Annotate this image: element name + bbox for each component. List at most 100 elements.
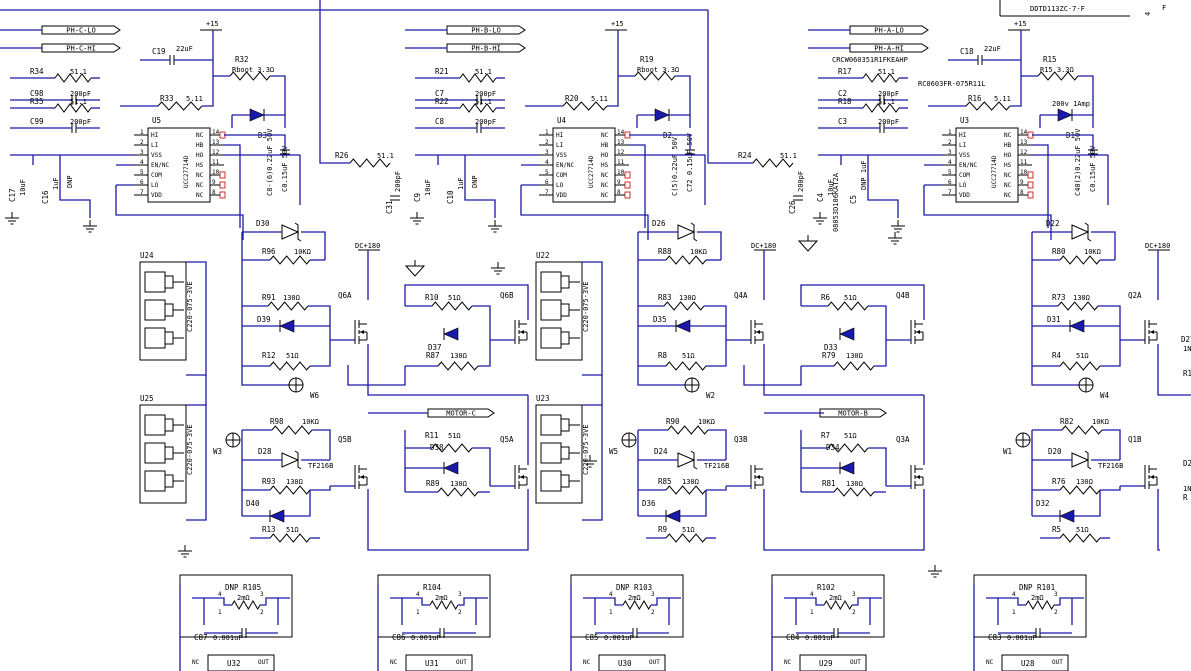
sense-cap-ref: C86 <box>392 633 406 642</box>
mosfet-hi2 <box>916 330 920 334</box>
sense-pin: 2 <box>260 609 264 616</box>
sense-pin: 1 <box>1012 609 1016 616</box>
gate-res2-ref: R12 <box>262 351 276 360</box>
gate-driver-ic-a-pin-num: 6 <box>948 179 952 186</box>
shunt-resistor <box>622 600 652 610</box>
sense-amp-ref: U30 <box>618 659 632 668</box>
gate-driver-ic-b-pin-name: NC <box>601 192 609 199</box>
pulldown-value: 10KΩ <box>294 248 311 256</box>
gate-driver-ic-b-pin-num: 10 <box>617 169 625 176</box>
gate-driver-ic-a-pin-num: 2 <box>948 139 952 146</box>
net-flag-motor-c-label: MOTOR-C <box>446 410 476 418</box>
input-cap-ref: C99 <box>30 117 44 126</box>
net-flag-a-hi <box>849 43 929 53</box>
rboot-resistor <box>634 71 676 81</box>
wire <box>707 10 753 164</box>
tvs-diode <box>677 452 696 468</box>
gate-driver-ic-c-pin-name: HS <box>196 162 204 169</box>
sense-pin: 3 <box>852 591 856 598</box>
wire <box>708 429 727 460</box>
supply-label: +15 <box>1014 20 1027 28</box>
gate-resistor <box>267 301 309 311</box>
sense-pin: 4 <box>218 591 222 598</box>
gate-driver-ic-a-pin-num: 14 <box>1020 129 1028 136</box>
sense-cap-ref: C83 <box>988 633 1002 642</box>
tvs-diode <box>1071 452 1090 468</box>
input-cap-value: 200pF <box>475 118 496 126</box>
net-flag-c-lo-label: PH-C-LO <box>66 27 96 35</box>
tvs-ref: D24 <box>654 447 668 456</box>
gate-res-value: 130Ω <box>1073 294 1090 302</box>
wire <box>202 76 214 107</box>
snubber-diode <box>1084 222 1092 242</box>
sense-amp-pin: OUT <box>456 659 467 666</box>
wire <box>1032 134 1094 150</box>
cap-part-number: 08053D106KAT2A <box>832 172 840 232</box>
gate-driver-ic-c-pin-name: HI <box>151 132 159 139</box>
gate-resistor <box>437 361 479 371</box>
sense-pin: 3 <box>1054 591 1058 598</box>
sense-amp-pin: OUT <box>258 659 269 666</box>
heatsink-2 <box>535 404 583 504</box>
sense-res-value: 2mΩ <box>435 594 448 602</box>
gate-diode6-ref: D32 <box>1036 499 1050 508</box>
boot-cap3-value: C0.15uF 50V <box>1089 145 1097 192</box>
gate-res4-value: 130Ω <box>846 352 863 360</box>
wire <box>1100 486 1121 491</box>
snubber-diode <box>690 222 698 242</box>
wire <box>1032 154 1109 205</box>
decoupling-cap2-value: DNP 1uF <box>860 160 868 190</box>
heatsink-2 <box>139 404 187 504</box>
edge-ref: D27 <box>1181 335 1191 344</box>
pulldown-resistor <box>269 255 311 265</box>
gate-driver-ic-b-pin-num: 13 <box>617 139 625 146</box>
gate-driver-ic-b-pin-name: VSS <box>556 152 567 159</box>
gate-res7-value: 51Ω <box>1076 526 1089 534</box>
sense-amp-ic <box>1001 654 1069 671</box>
gate-res3-value: 51Ω <box>844 294 857 302</box>
decoupling-cap2-ref: C10 <box>446 190 455 204</box>
mosfet-hi <box>756 330 760 334</box>
gate-driver-ic-a-pin-num: 3 <box>948 149 952 156</box>
shunt-resistor <box>823 600 853 610</box>
decoupling-cap-ref: C17 <box>8 188 17 202</box>
boot-cap-value: 22uF <box>176 45 193 53</box>
gate-driver-ic-c-part: UCC27714D <box>183 155 190 188</box>
sense-res-value: 2mΩ <box>1031 594 1044 602</box>
sense-cap-value: 0.001uF <box>805 634 835 642</box>
gate-driver-ic-c-pin-num: 1 <box>140 129 144 136</box>
gate-driver-ic-c-pin-name: NC <box>196 182 204 189</box>
sense-amp-pin: OUT <box>649 659 660 666</box>
pulldown2-ref: R82 <box>1060 417 1074 426</box>
tvs-diode <box>1084 450 1092 470</box>
gate-diode <box>1059 509 1075 523</box>
wire <box>583 597 623 606</box>
gate-diode8-ref: D38 <box>430 443 444 452</box>
ground-symbol <box>797 240 819 252</box>
sense-amp-pin: NC <box>986 659 994 666</box>
wire <box>390 597 430 606</box>
boot-cap-ref: C18 <box>960 47 974 56</box>
gate-driver-ic-a-pin-name: NC <box>1004 182 1012 189</box>
gate-resistor <box>833 487 875 497</box>
sense-pin: 4 <box>416 591 420 598</box>
rboot-value: Rboot 3.3Ω <box>637 66 679 74</box>
wire <box>1098 305 1121 340</box>
wire <box>1074 490 1101 517</box>
wire <box>192 597 232 606</box>
wire <box>186 404 207 521</box>
gate-res4-ref: R79 <box>822 351 836 360</box>
sense-res-ref: R102 <box>817 583 835 592</box>
gate-driver-ic-c-pin-num: 13 <box>212 139 220 146</box>
gate-driver-ic-c-pin-num: 7 <box>140 189 144 196</box>
gate-driver-ic-c-pin-num: 12 <box>212 149 220 156</box>
gate-driver-ic-b-pin-num: 12 <box>617 149 625 156</box>
heatsink-1 <box>535 261 583 361</box>
input-cap-value: 200pF <box>878 90 899 98</box>
wire <box>763 344 924 396</box>
sense-amp-ref: U29 <box>819 659 833 668</box>
gate-driver-ic-b-pin-num: 7 <box>545 189 549 196</box>
input-cap-value: 200pF <box>475 90 496 98</box>
pulldown-resistor <box>1061 425 1103 435</box>
wire <box>706 340 727 367</box>
